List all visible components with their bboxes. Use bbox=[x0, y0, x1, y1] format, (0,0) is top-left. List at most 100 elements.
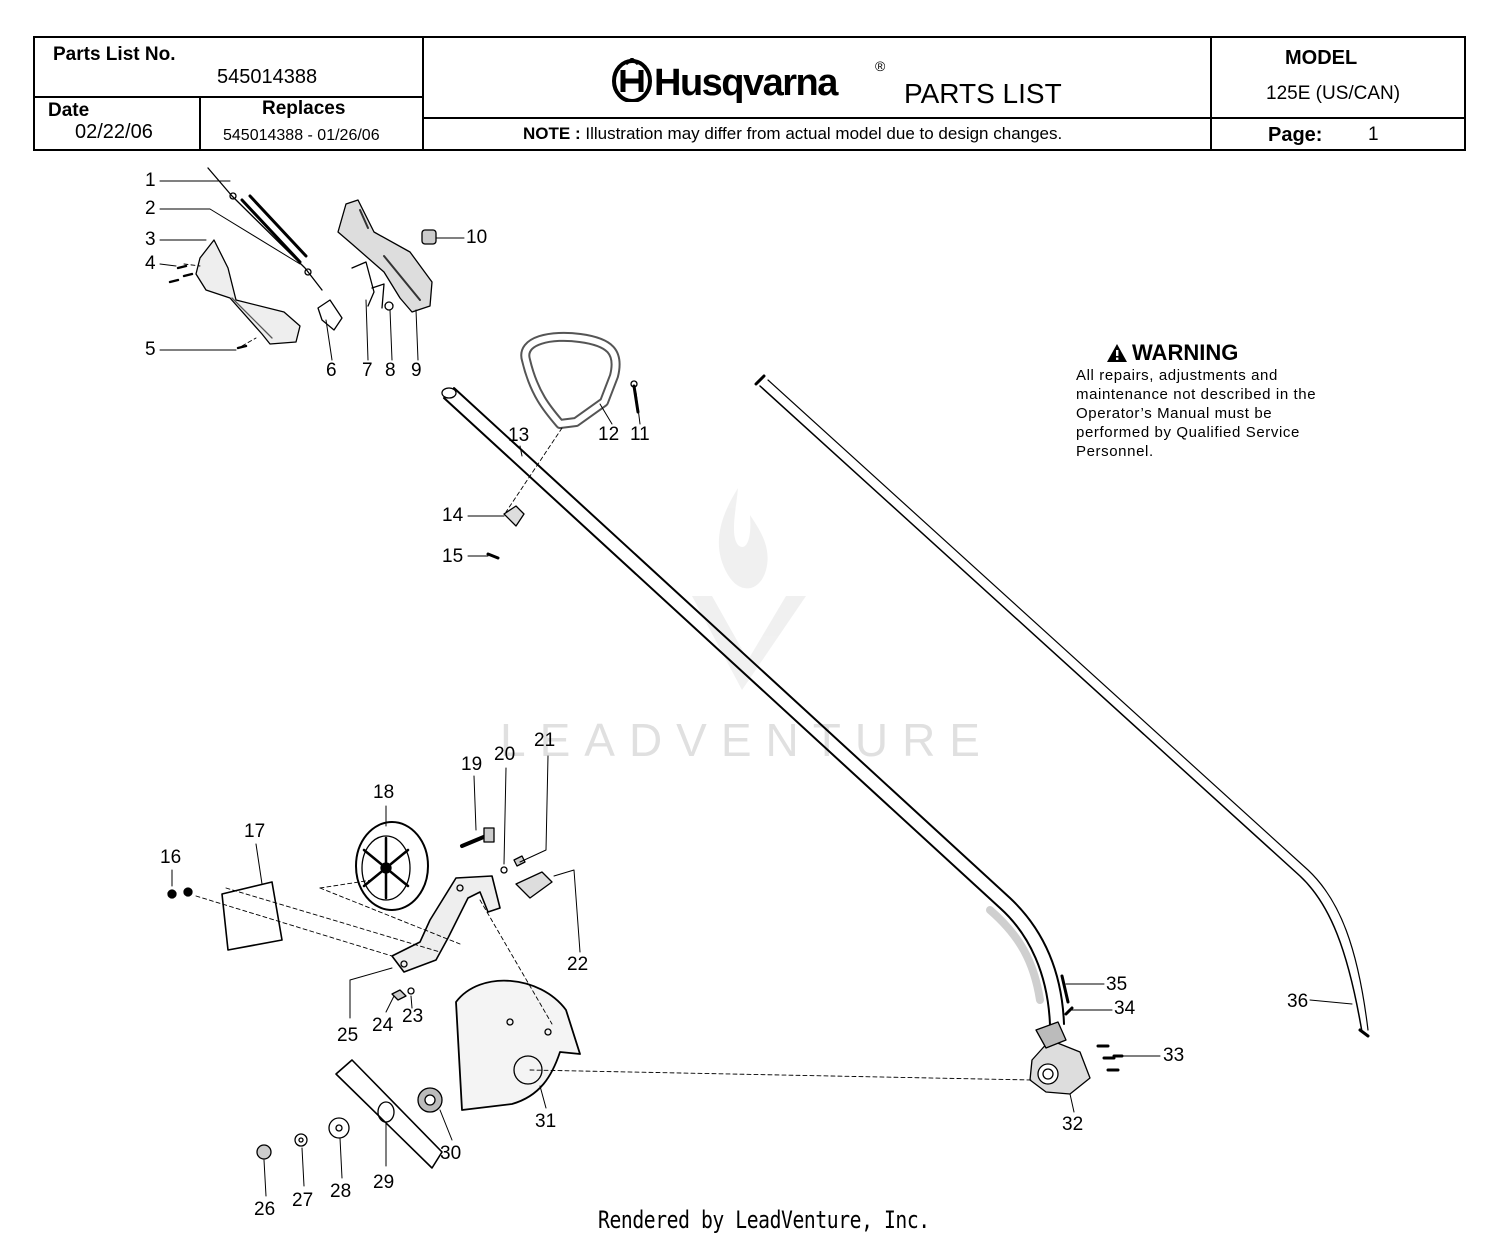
divider bbox=[1210, 38, 1212, 149]
handle-bolt bbox=[632, 384, 640, 414]
callout-25: 25 bbox=[337, 1025, 359, 1046]
date-label: Date bbox=[48, 100, 90, 121]
callout-9: 9 bbox=[411, 360, 422, 381]
husqvarna-crown-icon bbox=[612, 57, 652, 107]
callout-7: 7 bbox=[362, 360, 373, 381]
note-text: Illustration may differ from actual mode… bbox=[585, 124, 1063, 143]
warning-title-text: WARNING bbox=[1132, 340, 1239, 365]
edger-blade bbox=[335, 1059, 443, 1169]
shaft-tube-edge bbox=[453, 387, 1065, 1025]
flap-fastener bbox=[167, 889, 177, 899]
throttle-cable bbox=[207, 167, 323, 291]
callout-4: 4 bbox=[145, 253, 156, 274]
throttle-lever bbox=[317, 299, 343, 331]
callout-15: 15 bbox=[442, 546, 464, 567]
header-table: Parts List No. 545014388 Date 02/22/06 R… bbox=[33, 36, 1466, 151]
callout-27: 27 bbox=[292, 1190, 314, 1211]
warning-block: WARNING All repairs, adjustments and mai… bbox=[1076, 340, 1336, 461]
callout-1: 1 bbox=[145, 170, 156, 191]
drive-cable bbox=[759, 385, 1363, 1033]
callout-22: 22 bbox=[567, 954, 589, 975]
throttle-trigger bbox=[351, 261, 375, 307]
replaces-label: Replaces bbox=[262, 98, 346, 119]
watermark-text: LEADVENTURE bbox=[500, 714, 994, 766]
parts-list-label: Parts List No. bbox=[53, 44, 176, 65]
callout-36: 36 bbox=[1287, 991, 1309, 1012]
date-value: 02/22/06 bbox=[75, 121, 153, 143]
wheel-bolt bbox=[460, 834, 488, 848]
housing-screws bbox=[168, 264, 248, 350]
callout-18: 18 bbox=[373, 782, 395, 803]
callout-16: 16 bbox=[160, 847, 182, 868]
warning-text: All repairs, adjustments and maintenance… bbox=[1076, 367, 1317, 460]
callout-35: 35 bbox=[1106, 974, 1128, 995]
leader-lines bbox=[159, 180, 1353, 1197]
divider bbox=[423, 117, 1464, 119]
callout-2: 2 bbox=[145, 198, 156, 219]
wheel-rim bbox=[361, 835, 411, 901]
divider bbox=[35, 96, 423, 98]
blade-nut bbox=[256, 1144, 272, 1160]
handle-clamp bbox=[503, 505, 525, 527]
gear-head-screws bbox=[1096, 1044, 1124, 1072]
callout-33: 33 bbox=[1163, 1045, 1185, 1066]
doc-title: PARTS LIST bbox=[904, 78, 1062, 109]
drive-cable bbox=[767, 379, 1369, 1031]
callout-23: 23 bbox=[402, 1006, 424, 1027]
model-value: 125E (US/CAN) bbox=[1266, 83, 1401, 104]
replaces-value: 545014388 - 01/26/06 bbox=[223, 127, 380, 144]
note: NOTE : Illustration may differ from actu… bbox=[523, 124, 1062, 144]
shaft-tube-edge bbox=[443, 397, 1051, 1026]
callout-24: 24 bbox=[372, 1015, 394, 1036]
parts-list-number: 545014388 bbox=[217, 66, 318, 88]
callout-17: 17 bbox=[244, 821, 266, 842]
callout-32: 32 bbox=[1062, 1114, 1084, 1135]
callout-28: 28 bbox=[330, 1181, 352, 1202]
cup-washer bbox=[294, 1133, 308, 1147]
callout-11: 11 bbox=[630, 424, 650, 445]
stop-switch bbox=[421, 229, 437, 245]
divider bbox=[1211, 117, 1464, 119]
wheel bbox=[355, 821, 429, 911]
callout-20: 20 bbox=[494, 744, 516, 765]
callout-3: 3 bbox=[145, 229, 156, 250]
gear-head bbox=[1029, 1039, 1091, 1095]
callout-34: 34 bbox=[1114, 998, 1136, 1019]
lockout-lever bbox=[371, 283, 385, 309]
callout-30: 30 bbox=[440, 1143, 462, 1164]
bracket-washer bbox=[407, 987, 415, 995]
shaft-tube-end bbox=[441, 387, 457, 399]
cable-spring bbox=[240, 194, 308, 264]
cable-fitting bbox=[229, 192, 237, 200]
callout-14: 14 bbox=[442, 505, 464, 526]
warning-title: WARNING bbox=[1106, 340, 1336, 366]
callout-13: 13 bbox=[508, 425, 530, 446]
wheel-bracket bbox=[391, 875, 501, 973]
gear-head-clamp bbox=[1035, 1021, 1067, 1049]
clamp-screw bbox=[486, 552, 500, 560]
flap-fastener bbox=[183, 887, 193, 897]
warning-triangle-icon bbox=[1107, 344, 1127, 362]
callout-19: 19 bbox=[461, 754, 483, 775]
debris-flap bbox=[221, 881, 283, 951]
callout-10: 10 bbox=[466, 227, 488, 248]
callout-6: 6 bbox=[326, 360, 337, 381]
assembly-lines bbox=[183, 263, 1033, 1081]
callout-8: 8 bbox=[385, 360, 396, 381]
flame-v-icon bbox=[692, 488, 806, 690]
handle-housing-left bbox=[195, 239, 301, 345]
page-value: 1 bbox=[1368, 124, 1379, 145]
model-label: MODEL bbox=[1285, 47, 1358, 69]
bracket-nut bbox=[391, 989, 407, 1001]
callout-5: 5 bbox=[145, 339, 156, 360]
callout-29: 29 bbox=[373, 1172, 395, 1193]
gear-head-bolts bbox=[1060, 974, 1074, 1016]
brand-logo-text: Husqvarna bbox=[654, 62, 838, 104]
blade-guard bbox=[455, 979, 581, 1111]
adjuster-knob bbox=[515, 871, 553, 899]
outer-washer bbox=[328, 1117, 350, 1139]
callout-26: 26 bbox=[254, 1199, 276, 1220]
divider bbox=[199, 96, 201, 149]
